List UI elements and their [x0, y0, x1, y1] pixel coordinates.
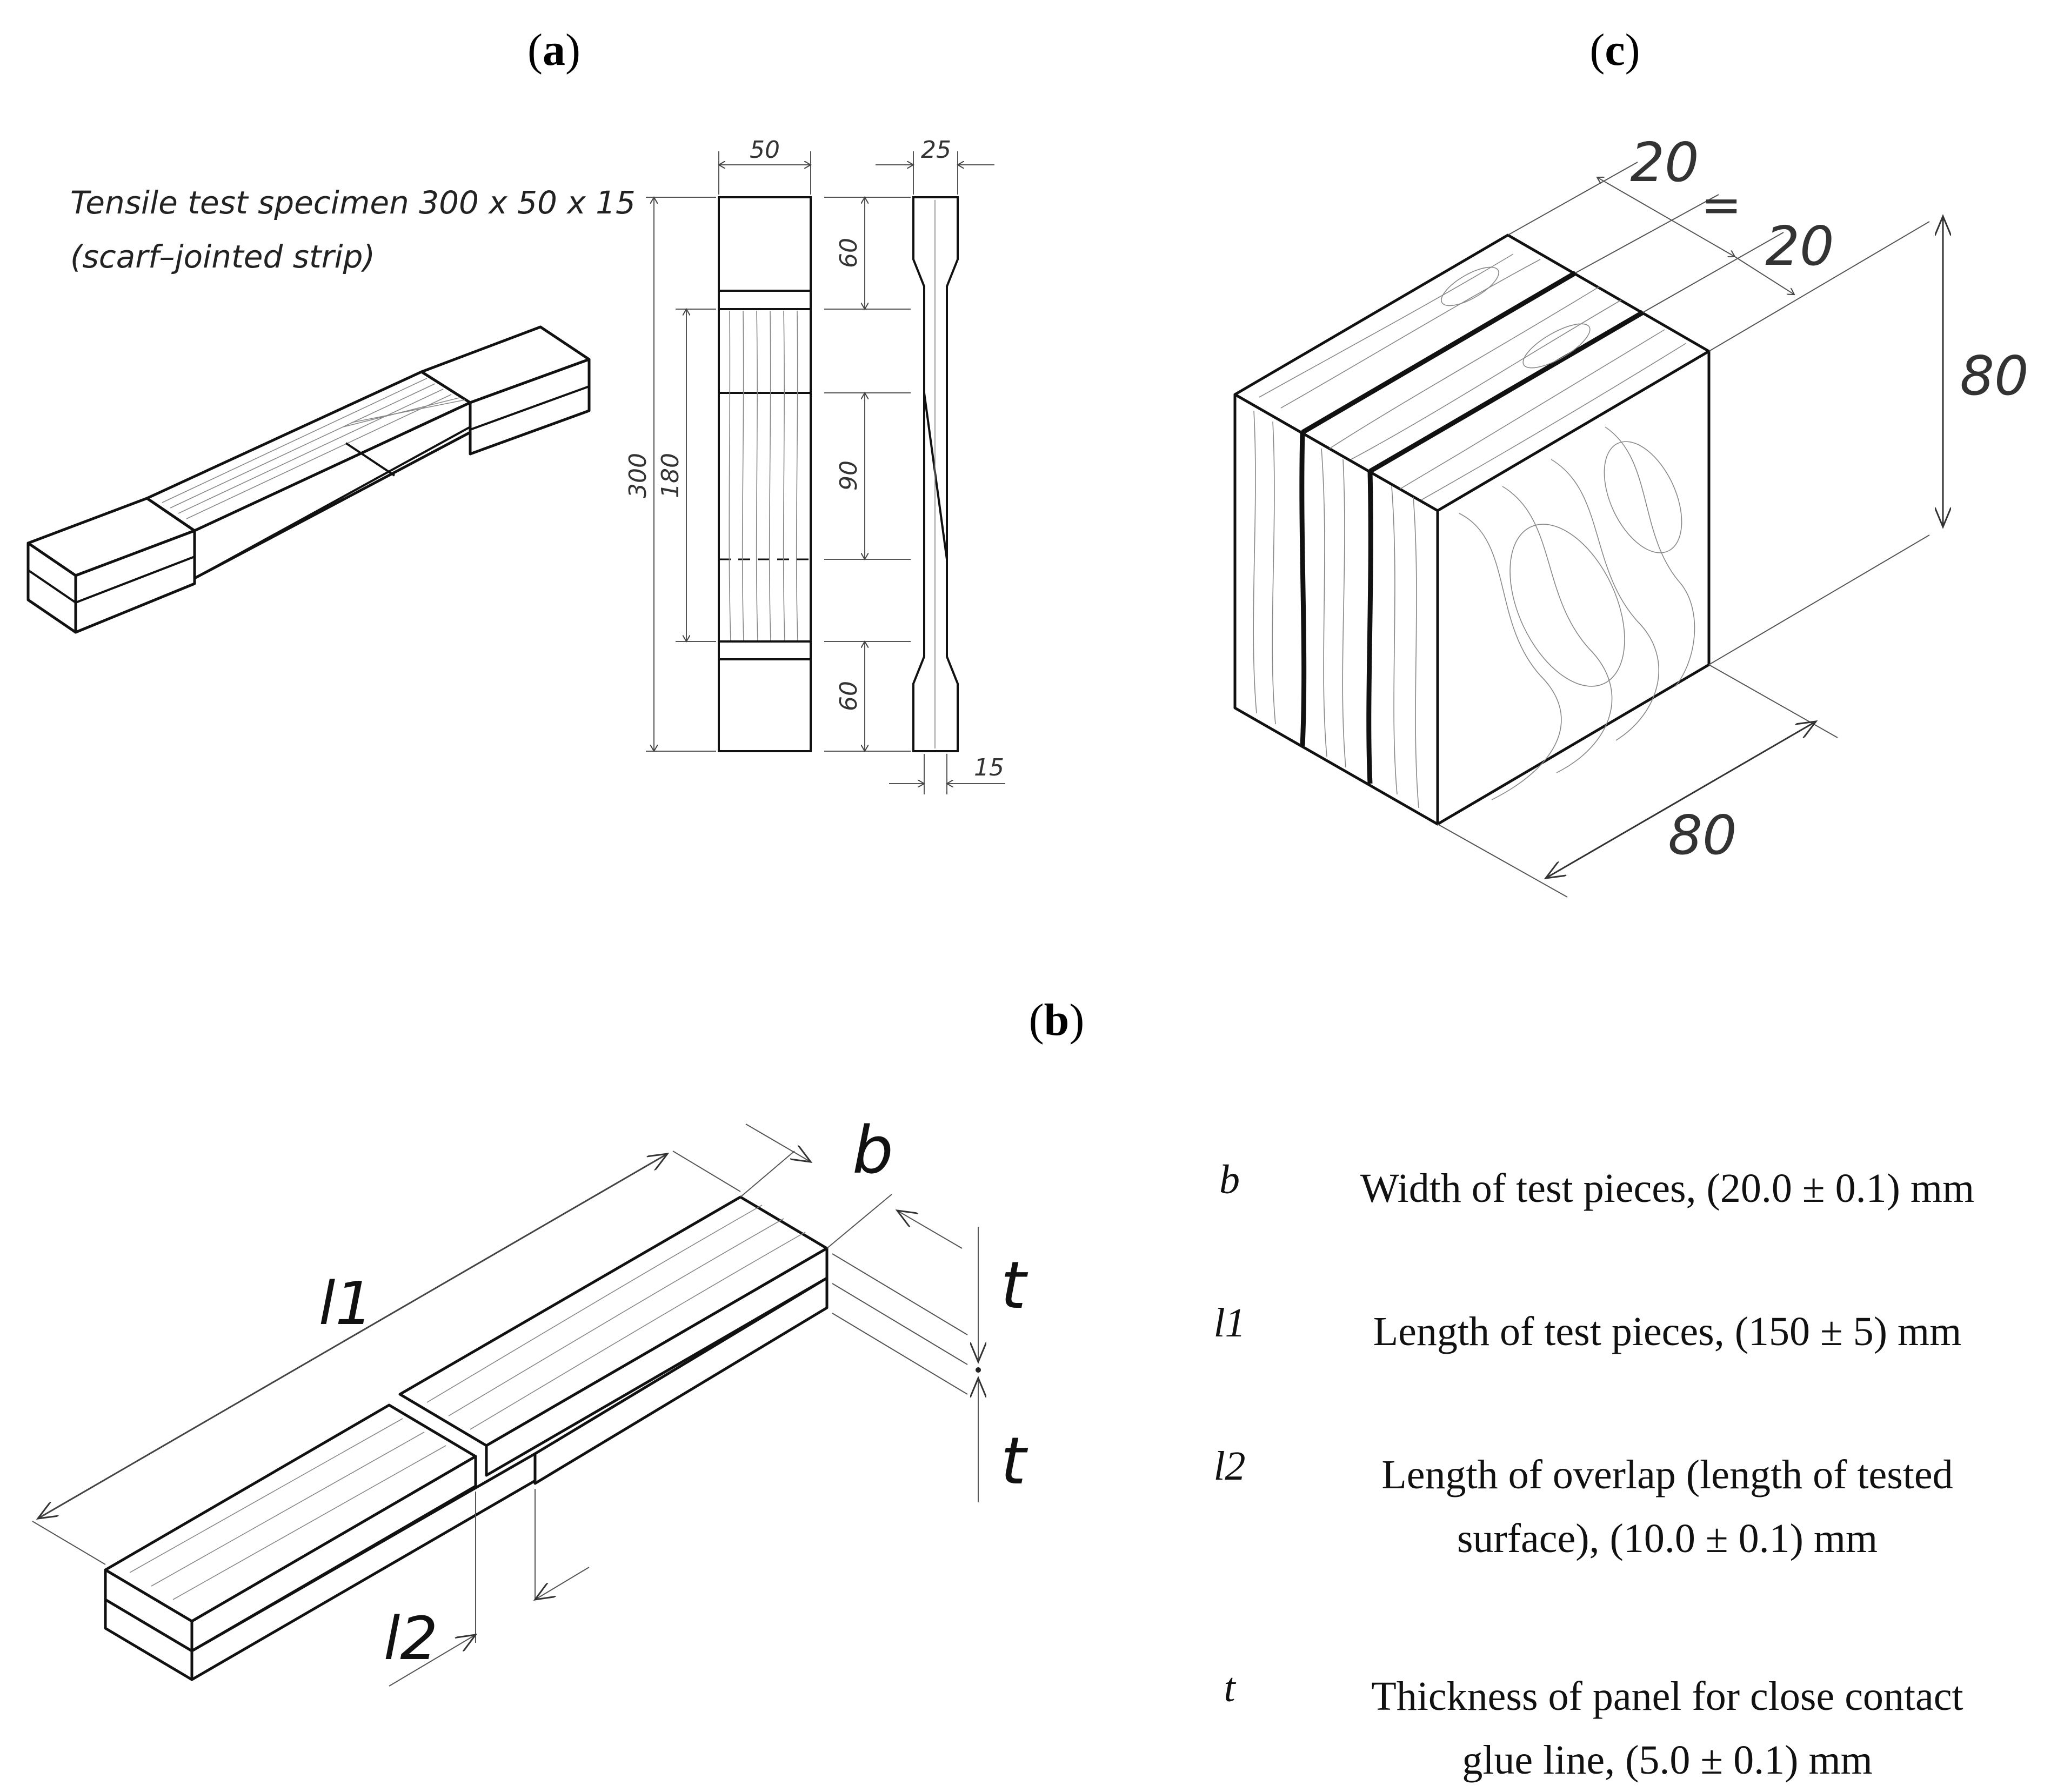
front-view: [718, 196, 812, 752]
symbol-t-top: t: [1000, 1248, 1028, 1323]
legend-symbol: l2: [1213, 1443, 1246, 1489]
panel-c-dimensions: 20 = 20 80 80: [1437, 131, 2029, 898]
strip-grain: [162, 378, 465, 519]
dim-scarf-90: 90: [835, 460, 863, 491]
legend-symbol: t: [1224, 1665, 1235, 1710]
specimen-title-line1: Tensile test specimen 300 x 50 x 15: [70, 184, 636, 221]
dim-width-50: 50: [750, 136, 780, 164]
dim-lamella-20-b: 20: [1765, 215, 1834, 278]
panel-a-drawing: Tensile test specimen 300 x 50 x 15 (sca…: [26, 136, 1005, 794]
glulam-side-grain: [1459, 426, 1695, 800]
panel-label-a: (a): [527, 25, 580, 75]
dim-length-300: 300: [624, 453, 652, 498]
symbol-l2: l2: [384, 1604, 438, 1673]
dim-equal-sign: =: [1701, 177, 1741, 233]
side-view: [912, 196, 959, 752]
panel-label-c: (c): [1589, 25, 1640, 75]
glulam-block: [1233, 233, 1711, 826]
legend-description: Width of test pieces, (20.0 ± 0.1) mm: [1360, 1166, 1975, 1211]
dim-side-25: 25: [921, 136, 951, 164]
symbol-l1: l1: [319, 1269, 373, 1338]
dim-grip-top-60: 60: [835, 238, 863, 268]
symbol-b: b: [852, 1113, 893, 1188]
panel-a-dimensions: 50 25 300 180 60 90 60: [624, 136, 1005, 794]
panel-label-b: (b): [1029, 995, 1085, 1045]
dim-length-180: 180: [657, 453, 684, 498]
dim-thickness-15: 15: [974, 754, 1004, 781]
dim-lamella-20-a: 20: [1630, 131, 1699, 194]
panel-b-drawing: l1 b t t l2: [32, 1113, 1028, 1687]
panel-c-drawing: 20 = 20 80 80: [1233, 131, 2029, 898]
legend-description: Length of test pieces, (150 ± 5) mm: [1373, 1309, 1962, 1354]
dim-height-80: 80: [1960, 344, 2028, 407]
glulam-top-grain: [1259, 253, 1687, 500]
legend-symbol: b: [1219, 1157, 1240, 1202]
symbol-t-bottom: t: [1000, 1424, 1028, 1499]
glulam-front-grain: [1253, 410, 1419, 808]
legend-symbol: l1: [1213, 1300, 1246, 1346]
lap-shear-specimen: [104, 1195, 829, 1681]
front-view-grain: [729, 310, 798, 641]
panel-b-dimensions: l1 b t t l2: [32, 1113, 1028, 1687]
dim-depth-80: 80: [1668, 804, 1736, 867]
dim-grip-bottom-60: 60: [835, 681, 863, 711]
tensile-strip-isometric: [26, 325, 591, 634]
specimen-title-line2: (scarf–jointed strip): [70, 238, 375, 275]
